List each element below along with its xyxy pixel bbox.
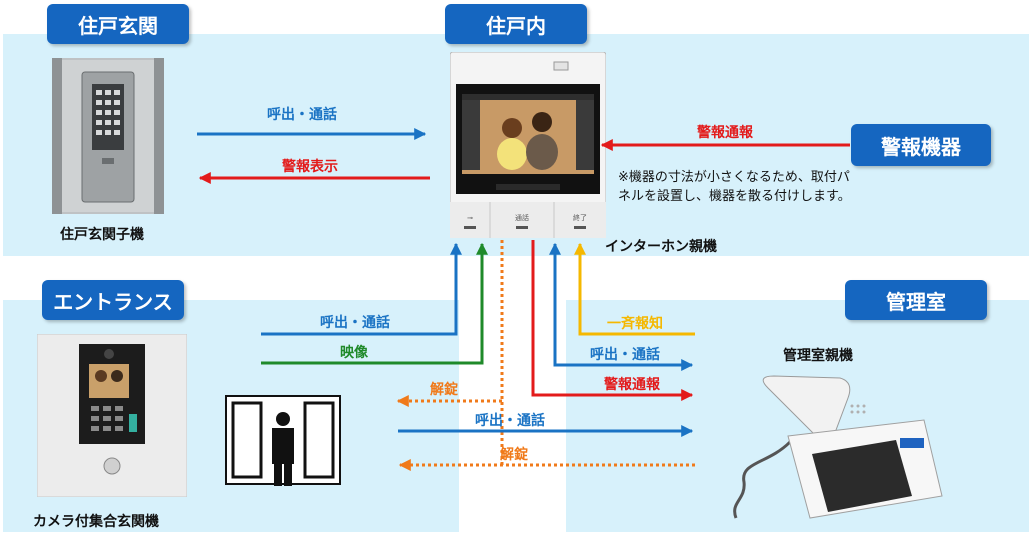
- header-keiho-kiki: 警報機器: [851, 124, 991, 166]
- header-kanrishitsu: 管理室: [845, 280, 987, 320]
- auto-door-icon: [225, 395, 341, 486]
- label-broadcast: 一斉報知: [607, 316, 663, 332]
- label-entrance-call: 呼出・通話: [320, 315, 390, 331]
- label-alarm-report-out: 警報通報: [604, 377, 660, 393]
- label-unlock-lower: 解錠: [500, 447, 528, 463]
- svg-text:通話: 通話: [515, 213, 529, 222]
- svg-text:⊸: ⊸: [467, 214, 473, 222]
- label-door-alarm-display: 警報表示: [282, 159, 338, 175]
- flow-entrance-video: [261, 242, 488, 365]
- concierge-unit-image: [733, 375, 943, 519]
- label-concierge-call: 呼出・通話: [590, 347, 660, 363]
- label-door-call: 呼出・通話: [267, 107, 337, 123]
- master-monitor-label: インターホン親機: [605, 239, 717, 255]
- label-alarm-report-in: 警報通報: [697, 125, 753, 141]
- door-station-label: 住戸玄関子機: [60, 227, 144, 243]
- svg-text:終了: 終了: [573, 213, 587, 222]
- lobby-panel-image: [37, 334, 187, 497]
- header-jukonai: 住戸内: [445, 4, 587, 44]
- label-unlock-upper: 解錠: [430, 382, 458, 398]
- concierge-unit-label: 管理室親機: [783, 348, 853, 364]
- flow-alarm-report-out: [531, 240, 694, 401]
- header-juko-genkan: 住戸玄関: [47, 4, 189, 44]
- flow-entrance-call: [261, 242, 462, 336]
- flow-broadcast: [574, 242, 695, 336]
- lobby-panel-label: カメラ付集合玄関機: [33, 514, 159, 530]
- header-entrance: エントランス: [42, 280, 184, 320]
- label-lobby-concierge-call: 呼出・通話: [475, 413, 545, 429]
- door-station-image: [52, 58, 164, 214]
- label-entrance-video: 映像: [340, 345, 368, 361]
- installation-note: ※機器の寸法が小さくなるため、取付パネルを設置し、機器を散る付けします。: [618, 170, 851, 204]
- master-monitor-image: ⊸ 通話 終了: [450, 52, 606, 238]
